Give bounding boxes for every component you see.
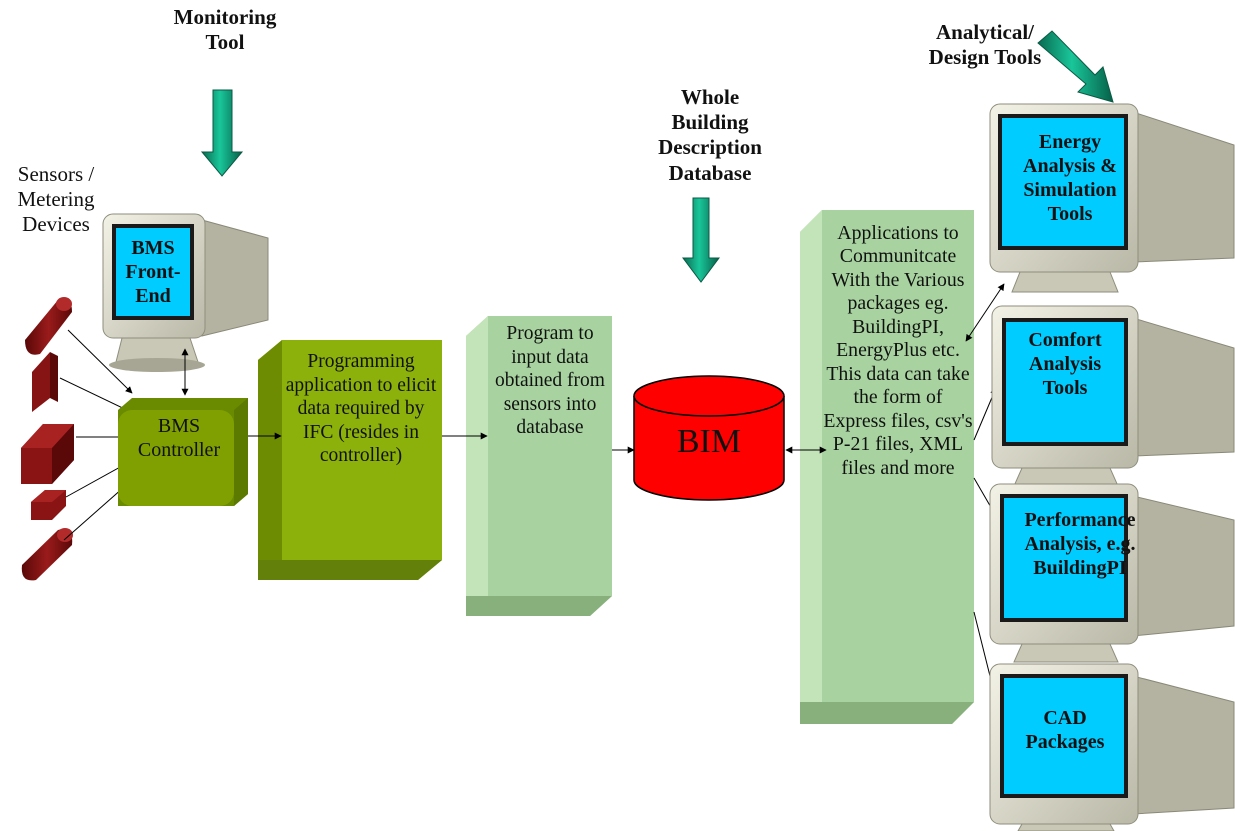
monitor-cad-icon (989, 663, 1235, 831)
bms-controller-label: BMS Controller (137, 415, 221, 462)
performance-label: Performance Analysis, e.g. BuildingPI (1024, 509, 1136, 579)
sensor-icon (21, 424, 74, 484)
program-input-block (466, 316, 612, 616)
analytical-heading: Analytical/ Design Tools (928, 20, 1042, 70)
energy-tools-label: Energy Analysis & Simulation Tools (1023, 131, 1117, 225)
bms-controller-block (118, 398, 248, 506)
sensor-icon (21, 528, 73, 581)
comfort-tools-label: Comfort Analysis Tools (1028, 329, 1102, 399)
monitor-energy-icon (989, 103, 1235, 293)
sensor-icon (31, 490, 66, 520)
monitor-bms-icon (102, 213, 269, 372)
programming-label: Programming application to elicit data r… (285, 351, 437, 467)
monitor-performance-icon (989, 483, 1235, 663)
arrow-monitoring-icon (200, 89, 244, 177)
monitoring-tool-heading: Monitoring Tool (173, 5, 277, 55)
bim-label: BIM (676, 423, 742, 460)
applications-label: Applications to Communitcate With the Va… (823, 222, 973, 479)
database-heading: Whole Building Description Database (658, 85, 762, 185)
sensor-icon (25, 297, 72, 355)
arrow-analytical-icon (1037, 30, 1114, 103)
sensor-icon (32, 352, 58, 412)
bim-cylinder-icon (633, 375, 785, 501)
applications-block (800, 210, 974, 724)
cad-packages-label: CAD Packages (1025, 707, 1105, 753)
arrow-database-icon (682, 197, 720, 283)
programming-block (258, 340, 442, 580)
sensor-icons (21, 297, 74, 581)
monitor-comfort-icon (991, 305, 1235, 487)
sensors-heading: Sensors / Metering Devices (17, 162, 95, 237)
program-input-label: Program to input data obtained from sens… (495, 323, 605, 439)
bms-front-end-label: BMS Front-End (125, 237, 181, 307)
